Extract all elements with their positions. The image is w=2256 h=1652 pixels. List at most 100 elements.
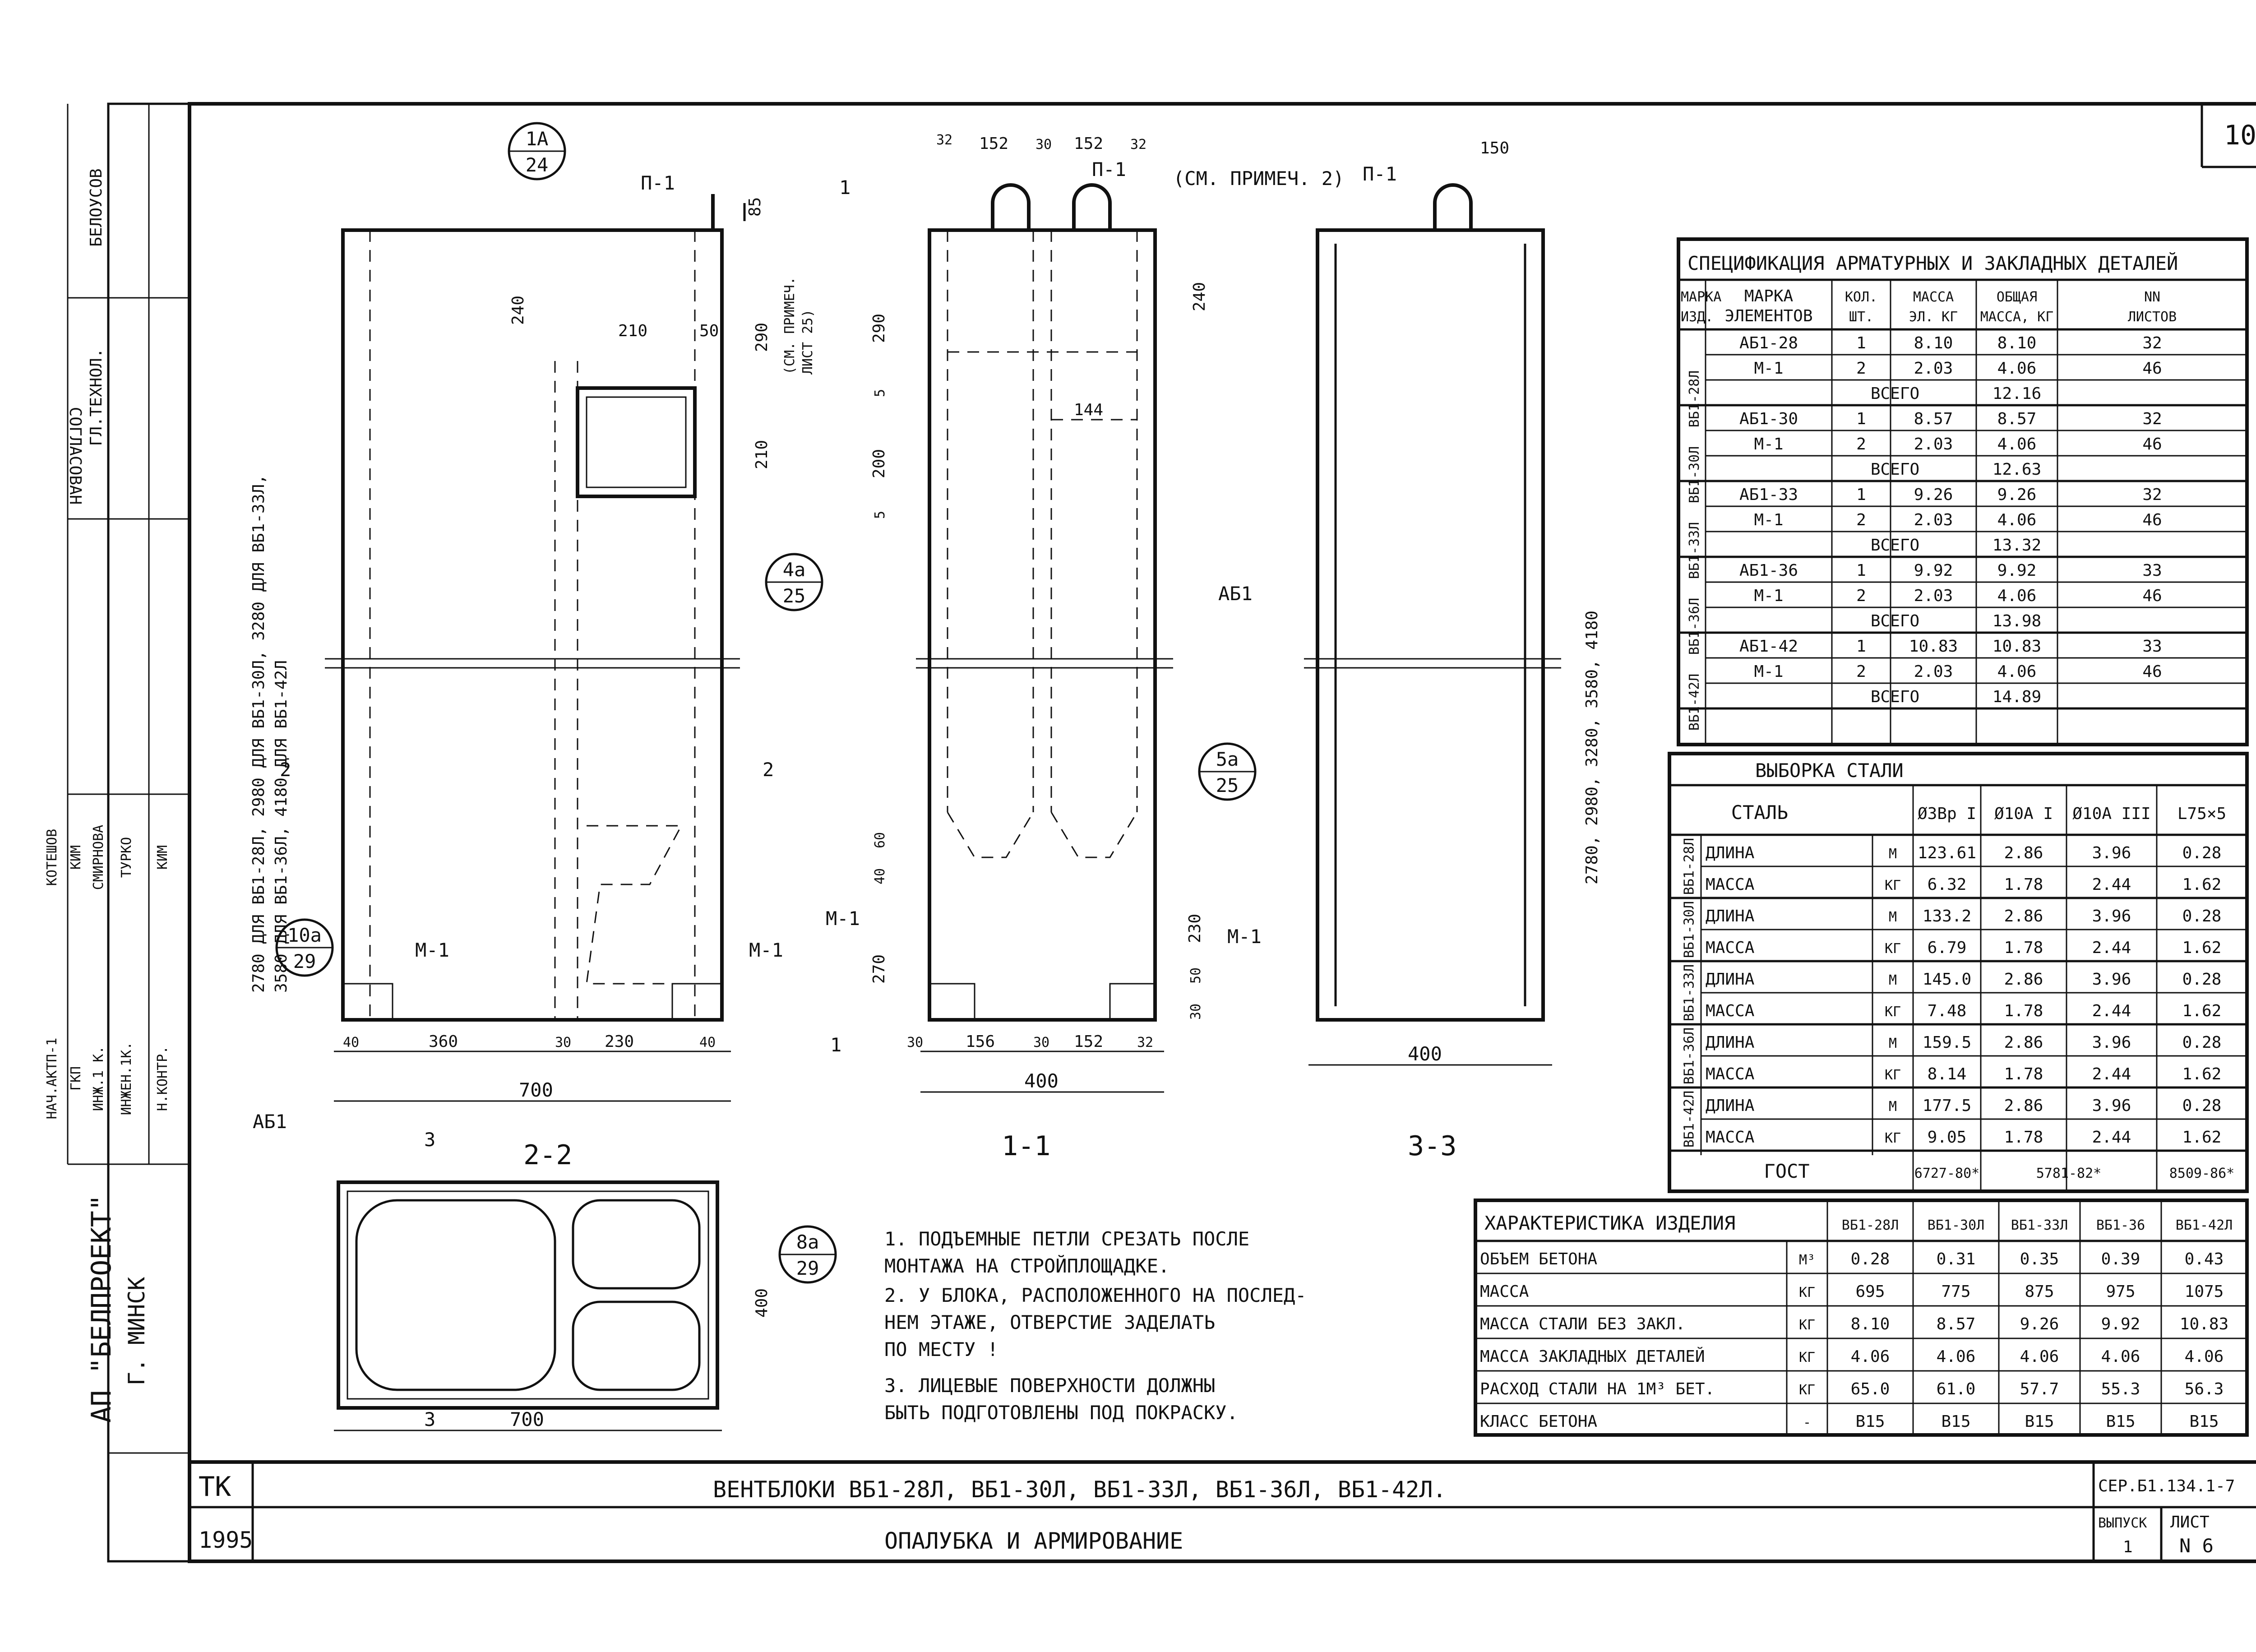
- front-cut-2-left: 2: [280, 759, 291, 781]
- front-heights-b: 3580 ДЛЯ ВБ1-36Л, 4180 ДЛЯ ВБ1-42Л: [272, 660, 291, 993]
- sidebar-agreed: СОГЛАСОВАН: [66, 407, 84, 505]
- sec11-loop-left: [991, 183, 1031, 230]
- steel-cell: 3.96: [2092, 1033, 2131, 1052]
- spec-total-value: 14.89: [1992, 688, 2041, 706]
- steel-group-mark: ВБ1-33Л: [1682, 964, 1697, 1021]
- char-cell: В15: [1855, 1412, 1885, 1431]
- tb-sheet: N 6: [2179, 1535, 2214, 1557]
- sec11-taper-right: [1050, 812, 1138, 858]
- sec11-outline: [928, 228, 1157, 1022]
- note-line-5: ПО МЕСТУ !: [884, 1338, 999, 1360]
- tb-issue-label: ВЫПУСК: [2098, 1515, 2147, 1531]
- spec-cell: 46: [2142, 359, 2162, 378]
- front-opening: [576, 386, 697, 498]
- spec-head-sheets: NN: [2144, 289, 2160, 305]
- tb-title: ВЕНТБЛОКИ ВБ1-28Л, ВБ1-30Л, ВБ1-33Л, ВБ1…: [713, 1476, 1447, 1503]
- front-dim-240: 240: [509, 296, 527, 325]
- spec-cell: АБ1-42: [1739, 637, 1798, 656]
- sec11-dim-40: 40: [872, 868, 888, 884]
- sidebar-org: АП "БЕЛПРОЕКТ": [86, 1194, 117, 1423]
- sidebar-name-5: КИМ: [155, 845, 171, 870]
- char-cell: 775: [1941, 1282, 1970, 1301]
- front-embed-left: [342, 983, 393, 1021]
- steel-unit: КГ: [1885, 1004, 1901, 1020]
- spec-head-total: ОБЩАЯ: [1997, 289, 2037, 305]
- steel-head-col: L75×5: [2177, 805, 2226, 823]
- spec-total-value: 12.63: [1992, 460, 2041, 479]
- steel-row-label: МАССА: [1706, 939, 1755, 957]
- char-cell: 8.57: [1937, 1315, 1976, 1333]
- sec11-dim-b30: 30: [907, 1035, 923, 1050]
- left-sidebar: БЕЛОУСОВ ГЛ.ТЕХНОЛ. СОГЛАСОВАН НАЧ.АКТП-…: [44, 102, 191, 1563]
- spec-cell: 4.06: [1997, 511, 2037, 529]
- svg-text:1А: 1А: [526, 128, 549, 150]
- spec-cell: М-1: [1754, 662, 1783, 681]
- spec-cell: М-1: [1754, 511, 1783, 529]
- char-cell: 9.92: [2101, 1315, 2140, 1333]
- note-line-6: 3. ЛИЦЕВЫЕ ПОВЕРХНОСТИ ДОЛЖНЫ: [884, 1374, 1215, 1397]
- sidebar-role-1: НАЧ.АКТП-1: [44, 1038, 60, 1120]
- steel-cell: 3.96: [2092, 970, 2131, 989]
- front-dim-360: 360: [429, 1032, 458, 1051]
- steel-cell: 1.62: [2182, 1002, 2222, 1020]
- callout-1a-24: 1А 24: [508, 122, 566, 180]
- spec-head-total-b: МАССА, КГ: [1980, 309, 2054, 325]
- sec33-loop: [1433, 183, 1473, 230]
- spec-head-mass: МАССА: [1913, 289, 1954, 305]
- steel-group-mark: ВБ1-42Л: [1682, 1091, 1697, 1148]
- steel-cell: 1.62: [2182, 939, 2222, 957]
- steel-cell: 1.78: [2004, 1128, 2043, 1147]
- sec11-label-m1: М-1: [826, 907, 860, 930]
- spec-group-mark: ВБ1-33Л: [1687, 522, 1702, 579]
- steel-cell: 6.79: [1928, 939, 1967, 957]
- spec-head-mark: МАРКА: [1681, 289, 1721, 305]
- tb-year: 1995: [199, 1527, 253, 1553]
- plan-duct-top: [572, 1199, 701, 1290]
- char-head-col: ВБ1-36: [2096, 1217, 2145, 1233]
- char-cell: В15: [2106, 1412, 2135, 1431]
- spec-cell: 46: [2142, 587, 2162, 605]
- sidebar-role-4: ИНЖЕН.1К.: [119, 1042, 134, 1115]
- steel-cell: 2.44: [2092, 1128, 2131, 1147]
- front-embed-right: [671, 983, 723, 1021]
- svg-text:4а: 4а: [783, 559, 806, 581]
- steel-cell: 1.62: [2182, 1128, 2222, 1147]
- spec-group-mark: ВБ1-36Л: [1687, 598, 1702, 655]
- char-cell: 61.0: [1937, 1380, 1976, 1398]
- steel-cell: 123.61: [1918, 844, 1976, 862]
- steel-unit: КГ: [1885, 1130, 1901, 1146]
- sec11-cut-1-bottom: 1: [830, 1034, 841, 1056]
- steel-cell: 3.96: [2092, 1097, 2131, 1115]
- note-line-3: 2. У БЛОКА, РАСПОЛОЖЕННОГО НА ПОСЛЕД-: [884, 1284, 1307, 1306]
- spec-cell: 46: [2142, 435, 2162, 453]
- spec-group-mark: ВБ1-30Л: [1687, 446, 1702, 503]
- steel-group-mark: ВБ1-30Л: [1682, 901, 1697, 958]
- steel-row-label: ДЛИНА: [1706, 1033, 1755, 1052]
- plan-outline: [337, 1180, 719, 1410]
- steel-head-steel: СТАЛЬ: [1731, 801, 1788, 824]
- section-1-1: 32 152 30 152 32 П-1 (СМ. ПРИМЕЧ. 2) 290…: [826, 132, 1344, 1162]
- steel-cell: 1.78: [2004, 875, 2043, 894]
- steel-group-mark: ВБ1-36Л: [1682, 1027, 1697, 1084]
- steel-row-label: ДЛИНА: [1706, 970, 1755, 989]
- front-note25-b: ЛИСТ 25): [800, 310, 816, 375]
- sec11-loop-right: [1072, 183, 1112, 230]
- callout-10a-29: 10а 29: [275, 918, 334, 977]
- front-cut-2-right: 2: [763, 759, 774, 781]
- sidebar-role-2: ГКП: [68, 1066, 84, 1091]
- char-row-unit: М³: [1799, 1252, 1815, 1268]
- steel-unit: М: [1889, 972, 1897, 988]
- sec11-dim-30: 30: [1036, 137, 1052, 153]
- spec-cell: 10.83: [1992, 637, 2041, 656]
- char-row-unit: КГ: [1799, 1285, 1815, 1300]
- spec-cell: 2: [1856, 587, 1866, 605]
- sec11-dim-5a: 5: [872, 389, 888, 397]
- sec11-dim-152b: 152: [1074, 134, 1103, 153]
- steel-cell: 2.44: [2092, 939, 2131, 957]
- spec-cell: 9.92: [1997, 561, 2037, 580]
- steel-row-label: МАССА: [1706, 875, 1755, 894]
- sidebar-name-3: СМИРНОВА: [91, 825, 106, 890]
- char-cell: 1075: [2185, 1282, 2224, 1301]
